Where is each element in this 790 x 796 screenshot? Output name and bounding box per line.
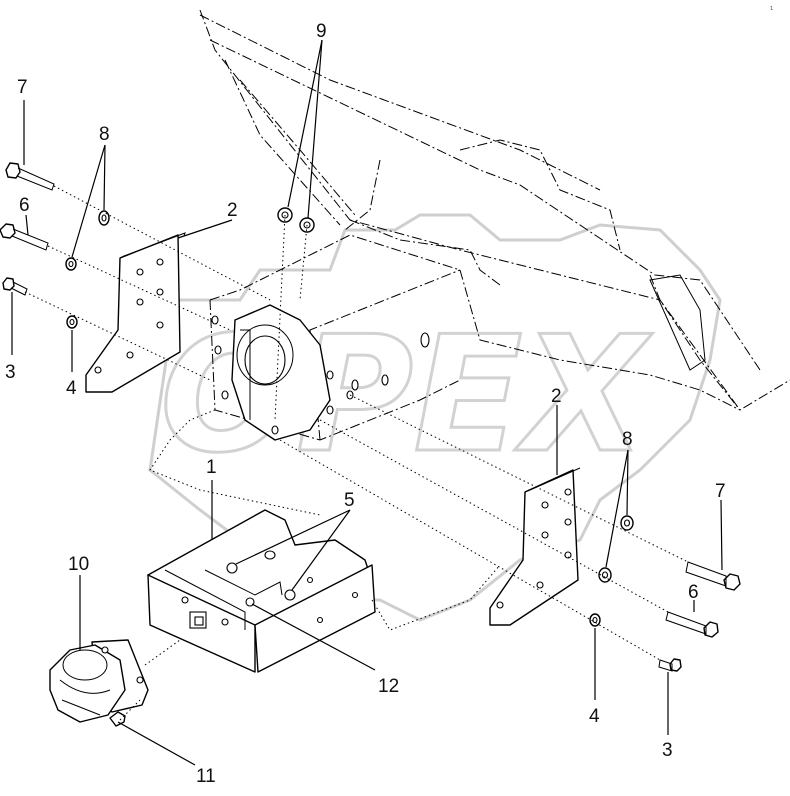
callout-7-left: 7	[17, 77, 28, 98]
callout-2-right: 2	[551, 386, 562, 407]
callout-11: 11	[196, 766, 216, 787]
callout-6-left: 6	[19, 195, 30, 216]
callout-6-right: 6	[688, 582, 699, 603]
corner-code: 1	[770, 6, 773, 12]
callout-1: 1	[206, 457, 217, 478]
pintle-hook	[49, 639, 149, 723]
frame-assembly	[199, 9, 790, 441]
callout-9: 9	[316, 21, 327, 42]
callout-4-left: 4	[66, 378, 77, 399]
callout-3-right: 3	[662, 740, 673, 761]
right-mounting-plate	[489, 467, 581, 626]
hitch-box	[147, 509, 376, 673]
callout-2-left: 2	[227, 200, 238, 221]
callouts: 7 8 2 6 3 4 9 1 5 10 12 11 2 8 7 6 4 3	[5, 21, 726, 787]
callout-8-left: 8	[99, 124, 110, 145]
leader-lines	[11, 39, 723, 766]
callout-7-right: 7	[715, 481, 726, 502]
left-mounting-plate	[85, 232, 186, 393]
callout-4-right: 4	[589, 706, 600, 727]
callout-8-right: 8	[622, 429, 633, 450]
left-hardware	[0, 162, 110, 329]
assembly-lines	[24, 185, 689, 721]
callout-12: 12	[378, 676, 399, 697]
callout-10: 10	[68, 554, 89, 575]
callout-3-left: 3	[5, 362, 16, 383]
pivot-plate	[211, 304, 354, 441]
callout-5: 5	[344, 490, 355, 511]
